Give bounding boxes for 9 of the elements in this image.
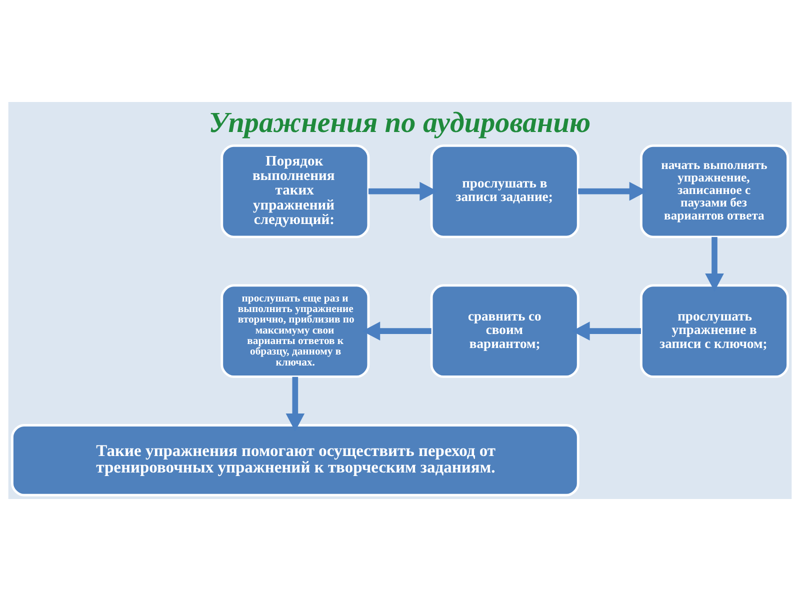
arrow bbox=[362, 321, 432, 340]
node-box: Такие упражнения помогают осуществить переход от тренировочных упражнений к творческим заданиям. bbox=[11, 424, 580, 496]
node-box: прослушать в записи задание; bbox=[430, 144, 580, 238]
node-box: прослушать еще раз и выполнить упражнение вторично, приблизив по максимуму свои варианты ответов к образцу, данному в ключах. bbox=[220, 284, 370, 378]
node-box: сравнить со своим вариантом; bbox=[430, 284, 580, 378]
diagram-title: Упражнения по аудированию bbox=[208, 106, 591, 139]
node-box: начать выполнять упражнение, записанное с паузами без вариантов ответа bbox=[640, 144, 789, 238]
node-box: прослушать упражнение в записи с ключом; bbox=[640, 284, 789, 378]
node-box: Порядок выполнения таких упражнений следующий: bbox=[220, 144, 370, 238]
